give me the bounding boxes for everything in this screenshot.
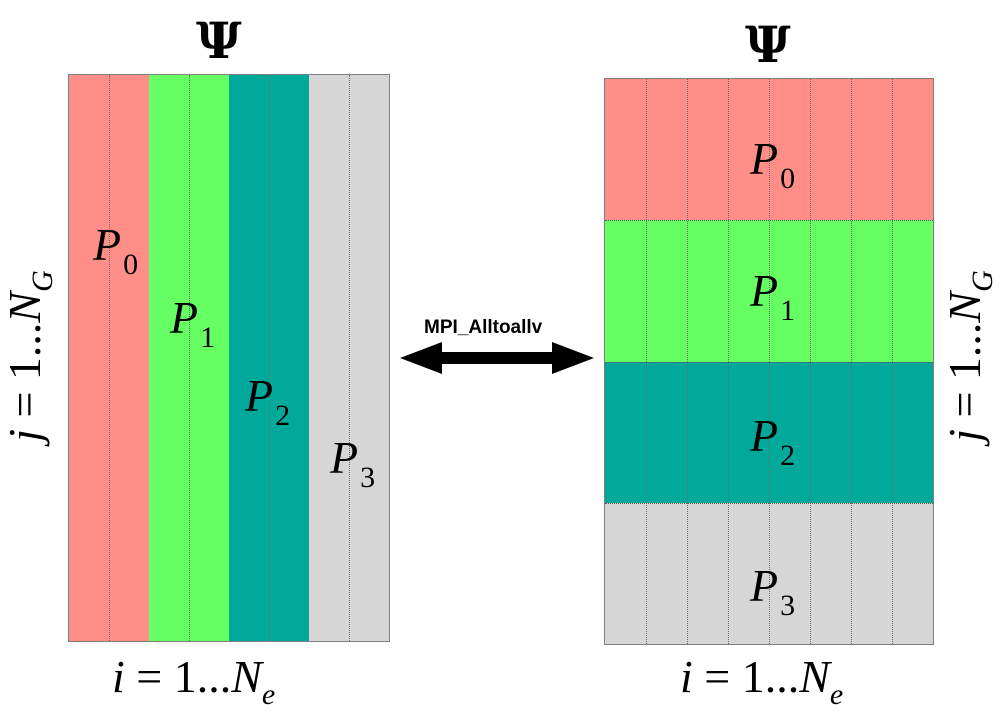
left-column-divider xyxy=(269,75,270,641)
left-matrix xyxy=(68,74,390,642)
left-axis-i-label: i = 1...Ne xyxy=(112,651,276,711)
right-label-p0: P0 xyxy=(750,133,796,195)
right-axis-j-label: j = 1...NG xyxy=(939,270,999,442)
left-axis-j-label: j = 1...NG xyxy=(0,270,59,442)
left-matrix-title: Ψ xyxy=(196,11,242,70)
right-row-divider xyxy=(605,220,933,221)
left-label-p0: P0 xyxy=(93,219,139,281)
right-matrix xyxy=(604,78,934,645)
right-column-divider xyxy=(851,79,852,644)
left-label-p1: P1 xyxy=(170,292,216,354)
right-row-divider xyxy=(605,503,933,504)
mpi-operation-label: MPI_Alltoallv xyxy=(424,317,543,338)
right-label-p2: P2 xyxy=(750,410,796,472)
left-label-p3: P3 xyxy=(330,432,376,494)
right-label-p3: P3 xyxy=(750,560,796,622)
right-column-divider xyxy=(728,79,729,644)
right-row-divider xyxy=(605,362,933,363)
right-column-divider xyxy=(687,79,688,644)
right-column-divider xyxy=(769,79,770,644)
right-column-divider xyxy=(892,79,893,644)
right-column-divider xyxy=(810,79,811,644)
right-label-p1: P1 xyxy=(750,265,796,327)
right-axis-i-label: i = 1...Ne xyxy=(680,651,844,711)
left-column-divider xyxy=(189,75,190,641)
left-label-p2: P2 xyxy=(245,370,291,432)
right-column-divider xyxy=(646,79,647,644)
bidirectional-arrow-icon xyxy=(400,342,594,374)
right-matrix-title: Ψ xyxy=(745,15,791,74)
left-column-divider xyxy=(349,75,350,641)
left-column-divider xyxy=(109,75,110,641)
